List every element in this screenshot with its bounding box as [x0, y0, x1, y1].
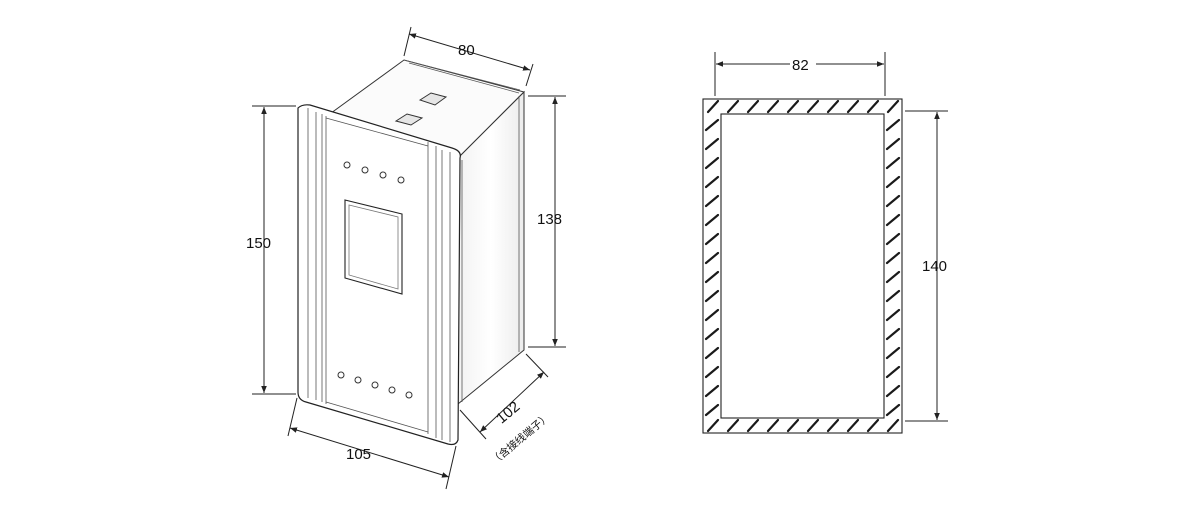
hatch-mark: [886, 99, 900, 114]
dim-cutout-width: 82: [714, 52, 886, 96]
cutout-opening: [720, 113, 885, 419]
dim-label-82: 82: [792, 57, 809, 74]
dim-label-138: 138: [537, 211, 562, 228]
hatch-mark: [866, 418, 880, 433]
hatch-mark: [746, 418, 760, 433]
hatch-mark: [704, 384, 720, 398]
hatch-mark: [726, 99, 740, 114]
dim-cutout-height: 140: [905, 110, 948, 422]
indicator-led: [397, 176, 405, 184]
dim-top-depth: 80: [403, 26, 534, 87]
hatch-mark: [704, 289, 720, 303]
dim-side-height: 138: [528, 95, 566, 348]
dim-front-height: 150: [246, 105, 296, 395]
hatch-mark: [885, 194, 901, 208]
hatch-mark: [885, 308, 901, 322]
dim-label-105: 105: [346, 446, 371, 463]
indicator-row-top: [343, 161, 405, 184]
hatch-mark: [826, 99, 840, 114]
device-isometric-view: 80 138 150 105 102 （含接: [246, 26, 566, 490]
hatch-mark: [846, 99, 860, 114]
hatch-mark: [885, 289, 901, 303]
hatch-mark: [885, 156, 901, 170]
hatch-mark: [704, 308, 720, 322]
hatch-mark: [885, 327, 901, 341]
hatch-mark: [704, 213, 720, 227]
dim-label-102: 102: [493, 398, 523, 427]
top-opening-front: [394, 113, 424, 126]
hatch-mark: [885, 137, 901, 151]
hatch-mark: [704, 403, 720, 417]
hatch-mark: [885, 365, 901, 379]
hatch-mark: [704, 346, 720, 360]
top-opening-rear: [418, 92, 448, 106]
hatch-mark: [885, 346, 901, 360]
hatch-mark: [704, 137, 720, 151]
indicator-led: [361, 166, 369, 174]
hatch-mark: [885, 384, 901, 398]
hatch-mark: [806, 99, 820, 114]
dim-label-80: 80: [458, 42, 475, 59]
hatch-mark: [846, 418, 860, 433]
hatch-mark: [866, 99, 880, 114]
hatch-mark: [704, 156, 720, 170]
hatch-mark: [704, 118, 720, 132]
hatch-mark: [806, 418, 820, 433]
hatch-mark: [886, 418, 900, 433]
dim-label-150: 150: [246, 235, 271, 252]
hatch-mark: [786, 99, 800, 114]
hatch-mark: [885, 403, 901, 417]
dim-label-140: 140: [922, 258, 947, 275]
hatch-mark: [706, 99, 720, 114]
hatch-mark: [786, 418, 800, 433]
hatch-mark: [885, 213, 901, 227]
hatch-mark: [885, 118, 901, 132]
hatch-mark: [885, 251, 901, 265]
hatch-mark: [885, 232, 901, 246]
hatch-mark: [704, 365, 720, 379]
indicator-led: [343, 161, 351, 169]
hatch-mark: [704, 194, 720, 208]
panel-cutout-view: 82 140: [702, 52, 948, 434]
indicator-led: [371, 381, 379, 389]
display-window-inner: [348, 204, 399, 290]
display-window: [344, 199, 403, 295]
hatch-mark: [885, 175, 901, 189]
cutout-hatching: [704, 99, 901, 433]
hatch-mark: [704, 270, 720, 284]
hatch-mark: [704, 251, 720, 265]
hatch-mark: [706, 418, 720, 433]
indicator-led: [337, 371, 345, 379]
hatch-mark: [885, 270, 901, 284]
hatch-mark: [704, 327, 720, 341]
indicator-led: [379, 171, 387, 179]
indicator-led: [354, 376, 362, 384]
indicator-led: [405, 391, 413, 399]
indicator-row-bottom: [337, 371, 413, 399]
dim-front-width: 105: [287, 397, 457, 490]
indicator-led: [388, 386, 396, 394]
hatch-mark: [826, 418, 840, 433]
hatch-mark: [726, 418, 740, 433]
hatch-mark: [766, 99, 780, 114]
hatch-mark: [766, 418, 780, 433]
hatch-mark: [746, 99, 760, 114]
hatch-mark: [704, 175, 720, 189]
hatch-mark: [704, 232, 720, 246]
